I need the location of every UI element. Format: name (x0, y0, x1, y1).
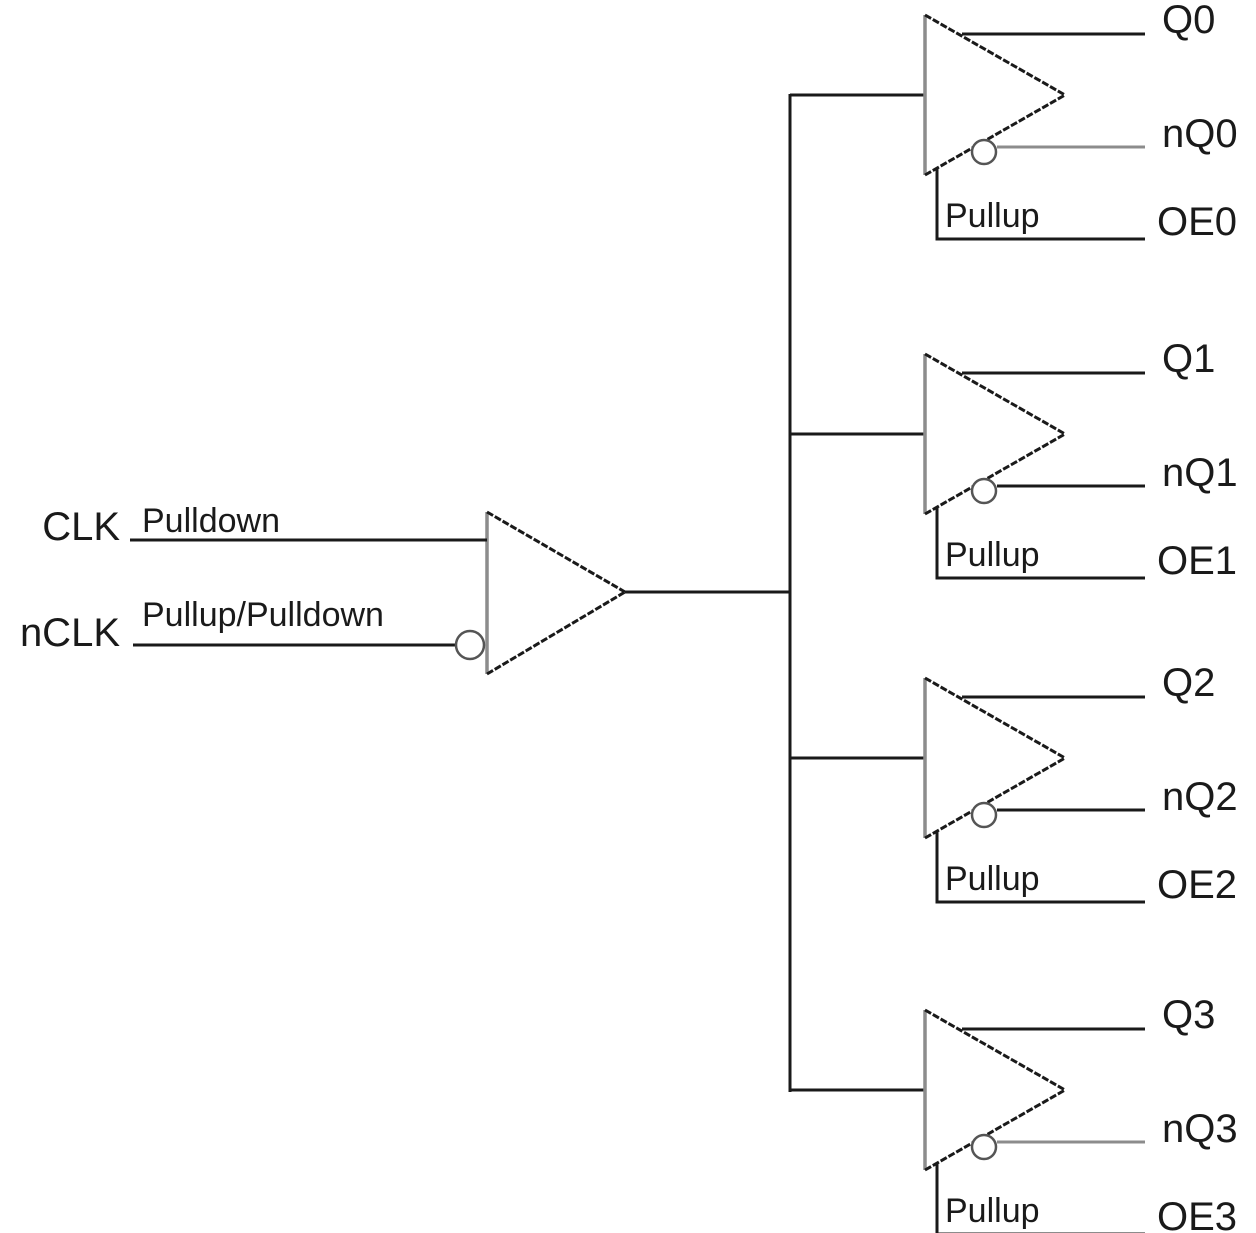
nq-inversion-bubble (970, 801, 998, 829)
nclk-inversion-bubble (454, 629, 486, 661)
oe-bias-label: Pullup (945, 536, 1040, 574)
q-pin-label: Q1 (1162, 337, 1215, 381)
output-buffer-bottom-side (924, 1088, 1066, 1172)
clk-bias-label: Pulldown (142, 502, 280, 540)
oe-pin-label: OE2 (1157, 863, 1237, 907)
q-pin-label: Q3 (1162, 993, 1215, 1037)
oe-wire (935, 832, 1145, 904)
nclk-pin-label: nCLK (20, 611, 120, 655)
nq-inversion-bubble (970, 477, 998, 505)
nq-inversion-bubble (970, 138, 998, 166)
nq-pin-label: nQ2 (1162, 775, 1238, 819)
output-buffer-top-side (924, 676, 1066, 760)
output-buffer-top-side (924, 1008, 1066, 1092)
nq-pin-label: nQ1 (1162, 451, 1238, 495)
clk-pin-label: CLK (42, 505, 120, 549)
oe-wire (935, 508, 1145, 580)
oe-bias-label: Pullup (945, 860, 1040, 898)
oe-pin-label: OE1 (1157, 539, 1237, 583)
q-pin-label: Q2 (1162, 661, 1215, 705)
input-buffer-top-side (486, 510, 626, 594)
output-buffers: Q0nQ0OE0PullupQ1nQ1OE1PullupQ2nQ2OE2Pull… (790, 0, 1238, 1233)
oe-wire (935, 169, 1145, 241)
oe-pin-label: OE3 (1157, 1195, 1237, 1233)
oe-wire (935, 1164, 1145, 1233)
input-buffer (485, 510, 626, 676)
output-buffer-bottom-side (924, 432, 1066, 516)
oe-bias-label: Pullup (945, 197, 1040, 235)
output-buffer-top-side (924, 352, 1066, 436)
output-buffer-bottom-side (924, 93, 1066, 177)
nq-pin-label: nQ0 (1162, 112, 1238, 156)
clk-input: CLK Pulldown (42, 502, 487, 549)
oe-pin-label: OE0 (1157, 200, 1237, 244)
output-buffer-bottom-side (924, 756, 1066, 840)
nclk-input: nCLK Pullup/Pulldown (20, 596, 486, 661)
nq-pin-label: nQ3 (1162, 1107, 1238, 1151)
nclk-bias-label: Pullup/Pulldown (142, 596, 384, 634)
input-buffer-bottom-side (486, 590, 626, 676)
nq-inversion-bubble (970, 1133, 998, 1161)
oe-bias-label: Pullup (945, 1192, 1040, 1230)
q-pin-label: Q0 (1162, 0, 1215, 42)
output-buffer-top-side (924, 13, 1066, 97)
